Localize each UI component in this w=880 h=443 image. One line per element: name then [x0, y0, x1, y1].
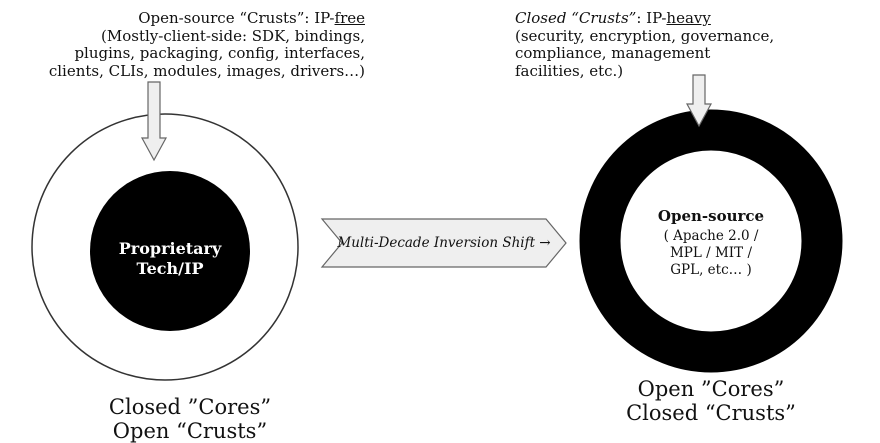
right-core-line3: GPL, etc… ) — [670, 262, 751, 278]
right-core-title: Open-source — [658, 207, 764, 225]
right-note-line: compliance, management — [515, 44, 711, 62]
right-note-line: (security, encryption, governance, — [515, 26, 775, 45]
right-down-arrow — [685, 74, 713, 128]
inversion-shift-label: Multi-Decade Inversion Shift → — [336, 235, 550, 251]
right-open-core — [621, 151, 801, 331]
left-proprietary-core — [90, 171, 250, 331]
left-note-line: (Mostly-client-side: SDK, bindings, — [101, 26, 365, 45]
left-note-line: clients, CLIs, modules, images, drivers…… — [48, 61, 365, 80]
left-note-underlined: free — [334, 9, 365, 27]
right-caption-line2: Closed “Crusts” — [626, 401, 796, 425]
left-core-label-line1: Proprietary — [119, 239, 222, 258]
right-crust-annotation: Closed “Crusts”: IP-heavy (security, enc… — [515, 9, 805, 80]
left-note-heading: Open-source “Crusts”: IP-free — [5, 9, 365, 28]
left-caption-line2: Open “Crusts” — [112, 419, 268, 443]
left-down-arrow — [140, 81, 168, 162]
right-core-line1: ( Apache 2.0 / — [664, 228, 759, 244]
right-note-prefix: : IP- — [636, 9, 667, 27]
right-caption: Open ”Cores” Closed “Crusts” — [591, 377, 831, 425]
left-caption-line1: Closed ”Cores” — [108, 395, 272, 419]
right-caption-line1: Open ”Cores” — [637, 377, 785, 401]
right-core-line2: MPL / MIT / — [670, 245, 752, 261]
left-note-prefix: Open-source “Crusts”: IP- — [138, 9, 335, 27]
left-note-line: plugins, packaging, config, interfaces, — [74, 44, 365, 62]
inversion-shift-arrow — [320, 218, 567, 268]
right-note-heading: Closed “Crusts”: IP-heavy — [515, 9, 805, 28]
left-core-label-line2: Tech/IP — [137, 259, 204, 278]
right-closed-crust-ring — [579, 109, 843, 373]
right-note-line: facilities, etc.) — [515, 61, 624, 80]
left-caption: Closed ”Cores” Open “Crusts” — [70, 395, 310, 443]
left-crust-annotation: Open-source “Crusts”: IP-free (Mostly-cl… — [5, 9, 365, 80]
right-note-prefix-italic: Closed “Crusts” — [515, 9, 637, 27]
right-note-underlined: heavy — [666, 9, 711, 27]
